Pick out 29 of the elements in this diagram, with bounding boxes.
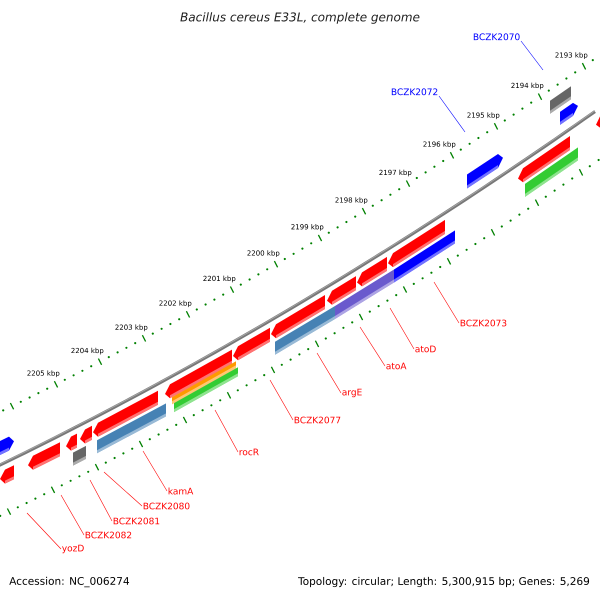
gene-label: BCZK2072 (392, 88, 438, 96)
leader-line (26, 512, 62, 550)
leader-line (270, 380, 294, 420)
gene-label: BCZK2080 (144, 502, 190, 510)
gene-label: BCZK2082 (86, 532, 132, 538)
leader-line (90, 480, 112, 522)
leader-line (104, 472, 142, 506)
leader-line (434, 282, 460, 324)
gene-label: rocR (240, 448, 259, 456)
leader-line (214, 410, 238, 452)
gene-label: BCZK2081 (114, 518, 160, 524)
gene-label: BCZK2073 (460, 320, 506, 326)
leader-line (60, 494, 84, 536)
gene-label: yozD (62, 544, 84, 554)
gene-label: kamA (168, 488, 194, 494)
gene-label: BCZK2077 (294, 416, 340, 424)
leader-line (360, 326, 386, 366)
accession-text: Accession: NC_006274 (9, 576, 130, 588)
gene-label: argE (342, 388, 362, 398)
gene-label: atoD (415, 346, 436, 352)
title: Bacillus cereus E33L, complete genome (180, 12, 420, 24)
leader-line (142, 450, 168, 492)
leader-line (390, 308, 414, 350)
leader-line (316, 352, 342, 394)
leader-line (520, 40, 544, 70)
leader-line (438, 96, 466, 132)
gene-label: atoA (386, 362, 406, 370)
genome-info-text: Topology: circular; Length: 5,300,915 bp; Genes: 5,269 (298, 576, 590, 588)
gene-label: BCZK2070 (474, 33, 520, 40)
